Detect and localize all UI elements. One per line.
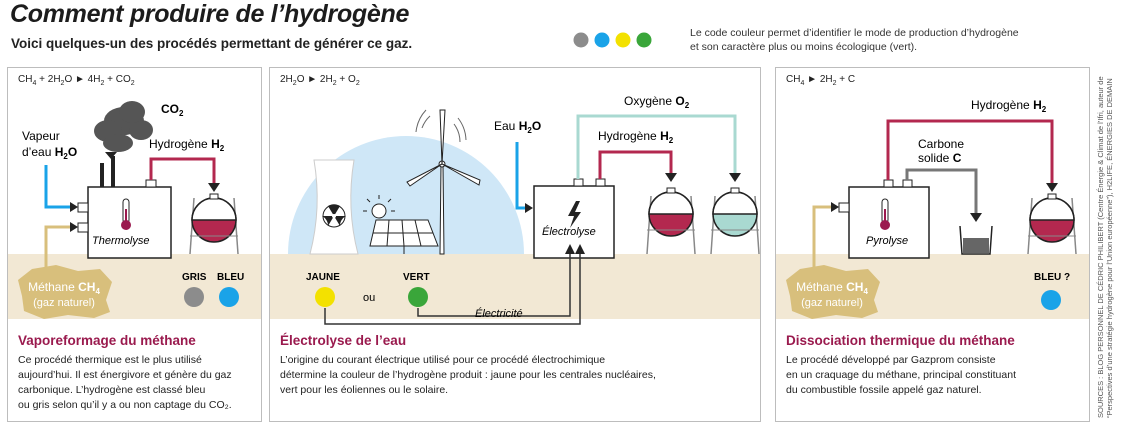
panel-dissociation: CH4 ► 2H2 + C Pyrolyse Hydrogène H2 Carb… xyxy=(775,67,1090,422)
legend-dot-jaune xyxy=(615,32,631,48)
heading-dissociation: Dissociation thermique du méthane xyxy=(786,333,1015,348)
text-line: du combustible fossile appelé gaz nature… xyxy=(786,384,982,396)
text-line: ou gris selon qu’il y a ou non captage d… xyxy=(18,399,232,411)
solar-panel-icon xyxy=(369,219,439,254)
electrolyse-label: Électrolyse xyxy=(542,225,596,238)
tag-gris: GRIS xyxy=(182,272,207,283)
oxygene-label: Oxygène O2 xyxy=(624,94,690,110)
tag-bleu: BLEU xyxy=(217,272,244,283)
text-line: en un craquage du méthane, principal con… xyxy=(786,369,1016,381)
carbone-label-2: solide C xyxy=(918,151,962,165)
hydrogen-tank-icon xyxy=(1027,193,1077,255)
dot-vert xyxy=(408,287,428,307)
lightning-icon xyxy=(568,201,581,228)
carbon-container-icon xyxy=(959,225,993,255)
legend-text: Le code couleur permet d’identifier le m… xyxy=(690,26,1070,54)
electricity-wire xyxy=(324,248,581,325)
smoke-arrow-icon xyxy=(105,152,117,159)
text-line: vert pour les éoliennes ou le solaire. xyxy=(280,384,449,396)
tag-vert: VERT xyxy=(403,272,430,283)
text-line: carbonique. L’hydrogène est classé bleu xyxy=(18,384,206,396)
sun-icon xyxy=(363,195,395,219)
legend-text-line1: Le code couleur permet d’identifier le m… xyxy=(690,27,1019,39)
thermometer-icon xyxy=(880,198,890,230)
panel-vaporeformage: CH4 + 2H2O ► 4H2 + CO2 CO2 Thermolyse Va… xyxy=(7,67,262,422)
ground-band xyxy=(270,254,760,319)
sources-line2: “Perspectives d’une stratégie hydrogène … xyxy=(1105,78,1114,418)
pyrolyse-label: Pyrolyse xyxy=(866,235,908,247)
electricity-wire-2 xyxy=(417,248,571,317)
text-vaporeformage: Ce procédé thermique est le plus utilisé… xyxy=(18,353,232,413)
gaz-naturel-label: (gaz naturel) xyxy=(801,297,863,309)
formula-dissociation: CH4 ► 2H2 + C xyxy=(786,74,856,87)
text-line: Le procédé développé par Gazprom consist… xyxy=(786,354,996,366)
legend-text-line2: et son caractère plus ou moins écologiqu… xyxy=(690,41,918,53)
eau-label: Eau H2O xyxy=(494,119,541,135)
co2-label: CO2 xyxy=(161,102,184,118)
text-dissociation: Le procédé développé par Gazprom consist… xyxy=(786,353,1016,398)
color-legend xyxy=(573,32,652,48)
methane-rock xyxy=(786,265,880,319)
legend-dot-vert xyxy=(636,32,652,48)
electricite-label: Électricité xyxy=(475,307,523,320)
methane-rock xyxy=(18,265,112,319)
dot-bleu xyxy=(1041,290,1061,310)
tag-bleu: BLEU ? xyxy=(1034,272,1070,283)
sources-line1: SOURCES : BLOG PERSONNEL DE CÉDRIC PHILI… xyxy=(1096,76,1105,418)
heading-electrolyse: Électrolyse de l’eau xyxy=(280,333,407,348)
text-line: L’origine du courant électrique utilisé … xyxy=(280,354,606,366)
hydrogene-label: Hydrogène H2 xyxy=(971,98,1047,114)
text-line: aujourd’hui. Il est énergivore et génère… xyxy=(18,369,232,381)
hydrogen-tank-icon xyxy=(646,187,696,255)
page-title: Comment produire de l’hydrogène xyxy=(10,0,410,28)
text-line: détermine la couleur de l’hydrogène prod… xyxy=(280,369,656,381)
text-electrolyse: L’origine du courant électrique utilisé … xyxy=(280,353,656,398)
panel-electrolyse: 2H2O ► 2H2 + O2 xyxy=(269,67,761,422)
hydrogen-tank-icon xyxy=(189,193,239,255)
page-subtitle: Voici quelques-un des procédés permettan… xyxy=(11,36,413,51)
electrolyse-diagram: Eau H2O Électrolyse Oxygène O2 Hydrogène… xyxy=(288,94,760,325)
formula-vaporeformage: CH4 + 2H2O ► 4H2 + CO2 xyxy=(18,74,135,87)
vapeur-label-2: d’eau H2O xyxy=(22,145,77,161)
gaz-naturel-label: (gaz naturel) xyxy=(33,297,95,309)
vapeur-label: Vapeur xyxy=(22,129,60,143)
heading-vaporeformage: Vaporeformage du méthane xyxy=(18,333,196,348)
dot-gris xyxy=(184,287,204,307)
dissociation-diagram: Pyrolyse Hydrogène H2 Carbone solide C M… xyxy=(786,98,1077,319)
sources-credit: SOURCES : BLOG PERSONNEL DE CÉDRIC PHILI… xyxy=(1096,18,1114,418)
oxygen-tank-icon xyxy=(710,187,760,255)
thermolyse-label: Thermolyse xyxy=(92,235,149,247)
methane-label: Méthane CH4 xyxy=(28,280,100,296)
hydrogene-label: Hydrogène H2 xyxy=(149,137,225,153)
vaporeformage-diagram: CO2 Thermolyse Vapeur d’eau H2O Hydrogèn… xyxy=(18,101,244,319)
legend-dot-bleu xyxy=(594,32,610,48)
tag-ou: ou xyxy=(363,292,375,304)
methane-label: Méthane CH4 xyxy=(796,280,868,296)
dot-jaune xyxy=(315,287,335,307)
legend-dot-gris xyxy=(573,32,589,48)
tag-jaune: JAUNE xyxy=(306,272,340,283)
co2-smoke-icon xyxy=(94,101,153,152)
hydrogene-label: Hydrogène H2 xyxy=(598,129,674,145)
dot-bleu xyxy=(219,287,239,307)
wind-turbine-icon xyxy=(406,109,481,255)
text-line: Ce procédé thermique est le plus utilisé xyxy=(18,354,202,366)
formula-electrolyse: 2H2O ► 2H2 + O2 xyxy=(280,74,360,87)
carbone-label: Carbone xyxy=(918,137,964,151)
thermometer-icon xyxy=(121,198,131,230)
radiation-icon xyxy=(322,204,346,228)
